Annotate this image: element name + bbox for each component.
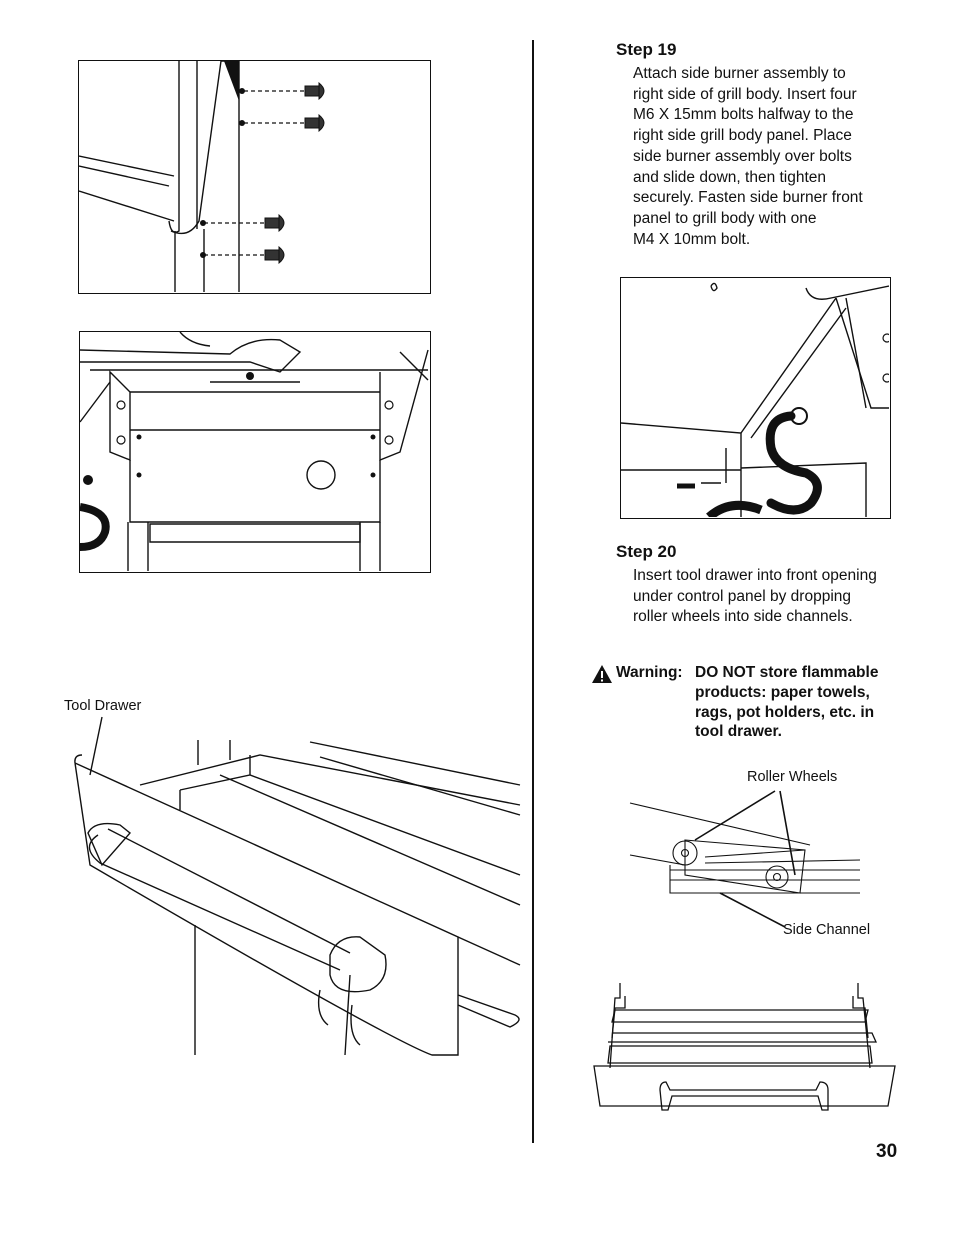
step-20-line: Insert tool drawer into front opening bbox=[633, 567, 877, 584]
warning-icon bbox=[591, 664, 613, 684]
warning-line: tool drawer. bbox=[695, 723, 782, 741]
step-19-line: securely. Fasten side burner front bbox=[633, 189, 863, 207]
label-side-channel: Side Channel bbox=[783, 922, 871, 938]
step-20-line: roller wheels into side channels. bbox=[633, 608, 853, 626]
warning-label: Warning: bbox=[616, 664, 683, 681]
step-19-line: right side of grill body. Insert four bbox=[633, 85, 857, 103]
step-19-line: panel to grill body with one bbox=[633, 209, 817, 227]
step-19-line: M4 X 10mm bolt. bbox=[633, 230, 751, 248]
figure-tool-drawer bbox=[60, 715, 530, 1060]
step-19-line: M6 X 15mm bolts halfway to the bbox=[633, 106, 854, 124]
figure-side-burner-hose bbox=[620, 277, 891, 519]
step-19-line: right side grill body panel. Place bbox=[633, 127, 852, 145]
step-19-line: Attach side burner assembly to bbox=[633, 65, 846, 82]
label-roller-wheels: Roller Wheels bbox=[747, 769, 838, 785]
warning-line: rags, pot holders, etc. in bbox=[695, 703, 875, 721]
step-20-text: Insert tool drawer into front opening un… bbox=[633, 566, 933, 628]
step-19-text: Attach side burner assembly to right sid… bbox=[633, 64, 933, 250]
step-20-title: Step 20 bbox=[616, 542, 677, 561]
figure-roller-wheels bbox=[625, 785, 865, 935]
step-19-line: and slide down, then tighten bbox=[633, 168, 827, 186]
step-19-line: side burner assembly over bolts bbox=[633, 147, 852, 165]
column-divider bbox=[532, 40, 534, 1143]
warning-text: DO NOT store flammable products: paper t… bbox=[695, 663, 915, 742]
step-20-line: under control panel by dropping bbox=[633, 587, 852, 605]
warning-line: DO NOT store flammable bbox=[695, 664, 879, 681]
figure-drawer-front bbox=[590, 978, 900, 1113]
page-number: 30 bbox=[876, 1141, 898, 1162]
step-19-title: Step 19 bbox=[616, 40, 677, 59]
label-tool-drawer: Tool Drawer bbox=[64, 698, 142, 714]
figure-side-panel-bolts bbox=[78, 60, 431, 294]
figure-grill-front bbox=[79, 331, 431, 573]
warning-line: products: paper towels, bbox=[695, 683, 870, 701]
